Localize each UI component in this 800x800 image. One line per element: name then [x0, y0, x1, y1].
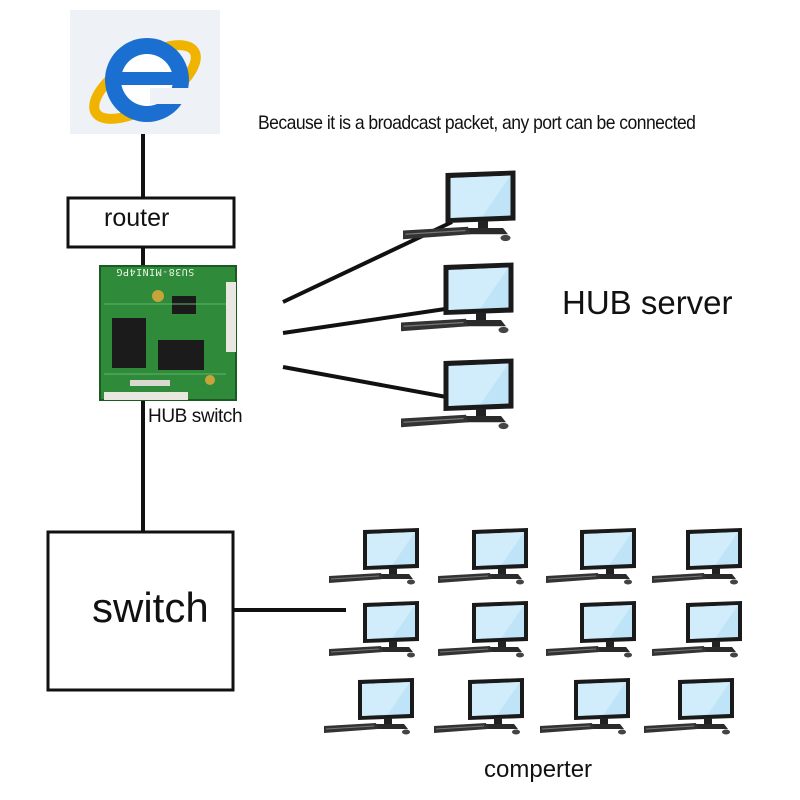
hub-switch-pcb-icon — [99, 265, 237, 401]
desktop-computer-icon — [328, 527, 420, 585]
hub-server-line-2 — [282, 306, 453, 335]
internet-explorer-icon — [70, 10, 220, 134]
desktop-computer-icon — [545, 527, 637, 585]
switch-box — [46, 530, 235, 692]
pcb-marking: SU38-MINI4PG — [116, 266, 195, 277]
desktop-computer-icon — [545, 600, 637, 658]
desktop-computer-icon — [400, 357, 515, 430]
desktop-computer-icon — [433, 677, 525, 735]
desktop-computer-icon — [402, 169, 517, 242]
desktop-computer-icon — [539, 677, 631, 735]
hub-server-line-3 — [282, 365, 453, 400]
desktop-computer-icon — [437, 527, 529, 585]
desktop-computer-icon — [651, 527, 743, 585]
hub-server-label: HUB server — [562, 284, 733, 321]
desktop-computer-icon — [643, 677, 735, 735]
computer-label: comperter — [484, 756, 593, 783]
computer-grid — [323, 527, 743, 735]
desktop-computer-icon — [437, 600, 529, 658]
hub-switch-label: HUB switch — [148, 406, 243, 427]
desktop-computer-icon — [323, 677, 415, 735]
broadcast-caption: Because it is a broadcast packet, any po… — [258, 112, 696, 134]
switch-label: switch — [92, 584, 209, 631]
desktop-computer-icon — [651, 600, 743, 658]
router-label: router — [104, 204, 170, 232]
desktop-computer-icon — [400, 261, 515, 334]
router-box — [66, 196, 236, 249]
